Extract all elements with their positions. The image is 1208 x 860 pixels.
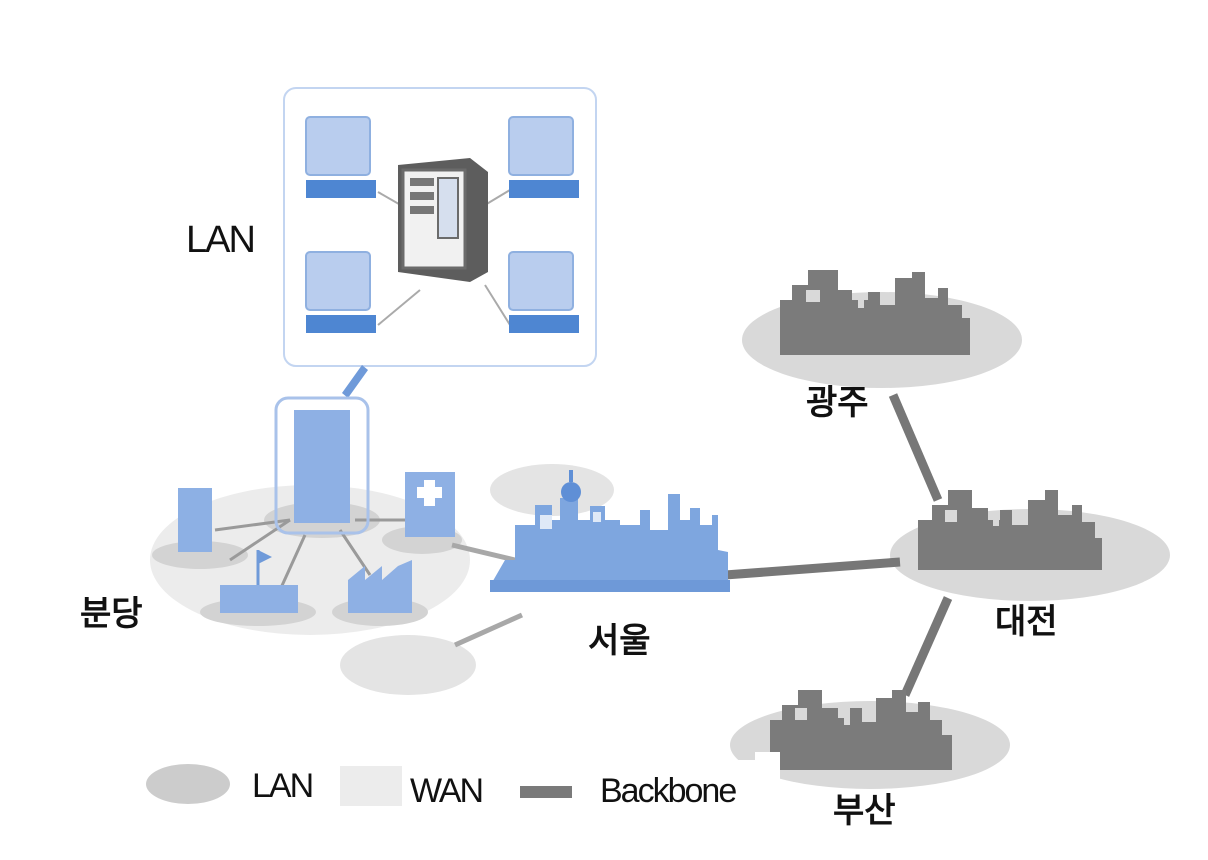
backbone-daejeon-busan [900, 596, 953, 697]
building-highlight-frame [274, 396, 370, 535]
backbone-gwangju-daejeon [888, 393, 943, 502]
legend-lan-swatch [146, 764, 230, 804]
factory-building [348, 560, 412, 613]
backbone-seoul-daejeon [724, 557, 901, 580]
busan-skyline [770, 690, 952, 770]
callout-pointer-icon [342, 365, 368, 398]
pc-icon-top-right [508, 116, 579, 198]
city-label-bundang: 분당 [80, 594, 143, 634]
legend-lan-label: LAN [252, 767, 312, 805]
daejeon-skyline [918, 490, 1102, 570]
backbone-lines [724, 393, 953, 697]
legend-wan-swatch [340, 766, 402, 806]
pc-icon-top-left [305, 116, 376, 198]
building-left [178, 488, 212, 552]
pc-icon-bottom-left [305, 251, 376, 333]
seoul-wan-top [490, 464, 614, 516]
lan-callout [283, 87, 597, 398]
legend-backbone-swatch [520, 786, 572, 798]
server-icon [398, 158, 488, 282]
bundang-links [214, 518, 410, 591]
namsan-tower-icon [561, 482, 581, 502]
flag-building [220, 550, 298, 613]
lan-callout-label: LAN [186, 219, 254, 261]
pc-icon-bottom-right [508, 251, 579, 333]
city-label-busan: 부산 [833, 791, 896, 831]
legend: LAN WAN Backbone [146, 752, 780, 817]
legend-wan-label: WAN [410, 772, 482, 810]
city-label-daejeon: 대전 [995, 602, 1058, 642]
lan-circle-top-left [152, 541, 248, 569]
seoul-links [451, 542, 524, 648]
building-tower [294, 410, 350, 523]
legend-backbone-label: Backbone [600, 772, 736, 810]
gwangju-skyline [780, 270, 970, 355]
bundang-buildings [178, 396, 455, 613]
hospital-cross-icon [417, 480, 442, 506]
city-label-gwangju: 광주 [806, 383, 869, 423]
seoul-wan-bottom [340, 635, 476, 695]
city-label-seoul: 서울 [588, 621, 651, 661]
seoul-skyline [490, 470, 730, 592]
